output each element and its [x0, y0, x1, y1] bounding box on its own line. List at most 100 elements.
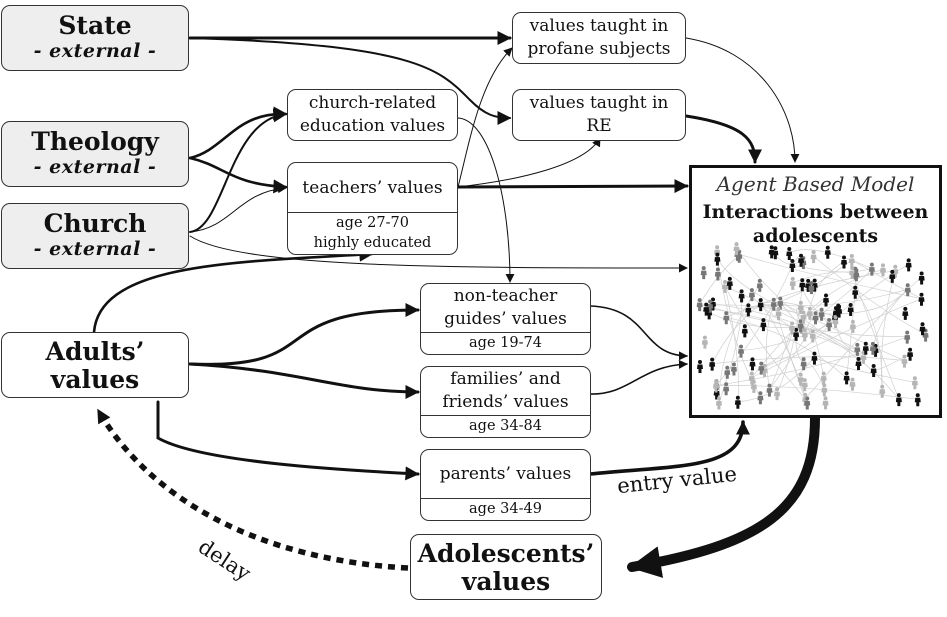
- agent-figure: [748, 288, 755, 302]
- agent-figure: [808, 281, 815, 295]
- agent-figure: [822, 396, 829, 410]
- abm-subtitle-line1: Interactions between: [702, 201, 929, 223]
- agent-figure: [748, 371, 755, 385]
- agent-figure: [800, 357, 807, 371]
- agent-figure: [809, 329, 816, 343]
- interaction-line: [706, 308, 864, 358]
- agent-figure: [714, 267, 721, 281]
- edge-abm-adolescents: [627, 413, 820, 578]
- teachers-education: highly educated: [313, 235, 432, 251]
- agent-figure: [701, 335, 708, 349]
- interaction-line: [801, 326, 900, 400]
- interaction-line: [748, 259, 853, 310]
- agent-figure: [793, 327, 800, 341]
- interaction-line: [776, 284, 803, 394]
- agent-figure: [820, 371, 827, 385]
- agent-figure: [870, 364, 877, 378]
- agent-figure: [811, 278, 818, 292]
- agent-figure: [714, 252, 721, 266]
- parents-age: age 34-49: [469, 501, 542, 517]
- teachers-age: age 27-70: [336, 215, 409, 231]
- agent-figure: [760, 318, 767, 332]
- agent-figure: [855, 357, 862, 371]
- agent-figure: [905, 258, 912, 272]
- agent-figure: [895, 393, 902, 407]
- agent-figure: [770, 297, 777, 311]
- agent-figure: [918, 271, 925, 285]
- agent-figure: [800, 310, 807, 324]
- agent-figure: [811, 351, 818, 365]
- agent-figure: [854, 342, 861, 356]
- interaction-line: [712, 356, 905, 365]
- edge-theology-churchedu: [188, 106, 288, 160]
- re-line1: values taught in: [529, 93, 669, 113]
- church-edu-line1: church-related: [308, 93, 437, 113]
- interaction-line: [780, 302, 905, 361]
- edge-churchedu-guides: [457, 117, 515, 283]
- church-edu-line2: education values: [299, 116, 446, 136]
- families-divider: [421, 415, 590, 416]
- interaction-line: [724, 285, 806, 400]
- agent-figure: [879, 384, 886, 398]
- interaction-line: [741, 320, 836, 351]
- edge-re-abm: [684, 114, 762, 164]
- agent-figure: [869, 341, 876, 355]
- interaction-line: [724, 285, 739, 402]
- teachers-node: teachers’ values age 27-70 highly educat…: [287, 162, 458, 255]
- edge-guides-abm: [589, 305, 688, 361]
- edge-adults-parents: [156, 400, 420, 481]
- families-line2: friends’ values: [442, 392, 569, 412]
- agent-figure: [734, 395, 741, 409]
- edge-church-teachers: [189, 184, 287, 233]
- edge-delay: [95, 408, 409, 571]
- agent-figure: [709, 357, 716, 371]
- theology-title: Theology: [31, 127, 159, 156]
- adults-node: Adults’ values: [1, 332, 189, 398]
- interaction-line: [769, 313, 822, 390]
- agent-figure: [745, 303, 752, 317]
- edge-church-churchedu: [189, 108, 288, 233]
- edge-teachers-re: [457, 137, 601, 188]
- agent-figure: [852, 285, 859, 299]
- agent-figure: [847, 303, 854, 317]
- agent-figure: [835, 303, 842, 317]
- parents-title: parents’ values: [439, 464, 572, 484]
- agent-figure: [749, 357, 756, 371]
- church-edu-node: church-related education values: [287, 89, 458, 141]
- agent-figure: [722, 280, 729, 294]
- adolescents-node: Adolescents’ values: [410, 534, 602, 600]
- agent-figure: [741, 324, 748, 338]
- agent-figure: [823, 293, 830, 307]
- profane-line2: profane subjects: [527, 39, 671, 59]
- interaction-line: [760, 303, 808, 403]
- teachers-title: teachers’ values: [302, 178, 443, 198]
- state-title: State: [58, 11, 132, 40]
- agent-based-model-box: Agent Based Model Interactions between a…: [689, 165, 942, 418]
- interaction-line: [814, 357, 915, 383]
- agent-figure: [804, 396, 811, 410]
- agent-figure: [801, 378, 808, 392]
- interaction-line: [760, 301, 836, 318]
- church-node: Church - external -: [1, 203, 189, 269]
- church-title: Church: [43, 209, 147, 238]
- agent-figure: [901, 354, 908, 368]
- agent-figure: [757, 298, 764, 312]
- teachers-divider: [288, 212, 457, 213]
- interaction-line: [724, 285, 858, 350]
- interaction-line: [716, 336, 908, 386]
- parents-node: parents’ values age 34-49: [420, 449, 591, 521]
- edge-families-abm: [589, 359, 688, 395]
- edge-teachers-profane: [457, 47, 513, 188]
- abm-subtitle-line2: adolescents: [752, 225, 879, 247]
- edge-adults-teachers: [92, 247, 374, 334]
- church-tag: - external -: [33, 238, 157, 260]
- agent-figure: [797, 300, 804, 314]
- agent-figure: [862, 341, 869, 355]
- agent-figure: [723, 382, 730, 396]
- agent-figure: [789, 276, 796, 290]
- agent-figure: [756, 278, 763, 292]
- abm-title: Agent Based Model: [716, 172, 915, 196]
- agent-figure: [879, 263, 886, 277]
- agent-figure: [703, 302, 710, 316]
- interaction-line: [854, 291, 883, 391]
